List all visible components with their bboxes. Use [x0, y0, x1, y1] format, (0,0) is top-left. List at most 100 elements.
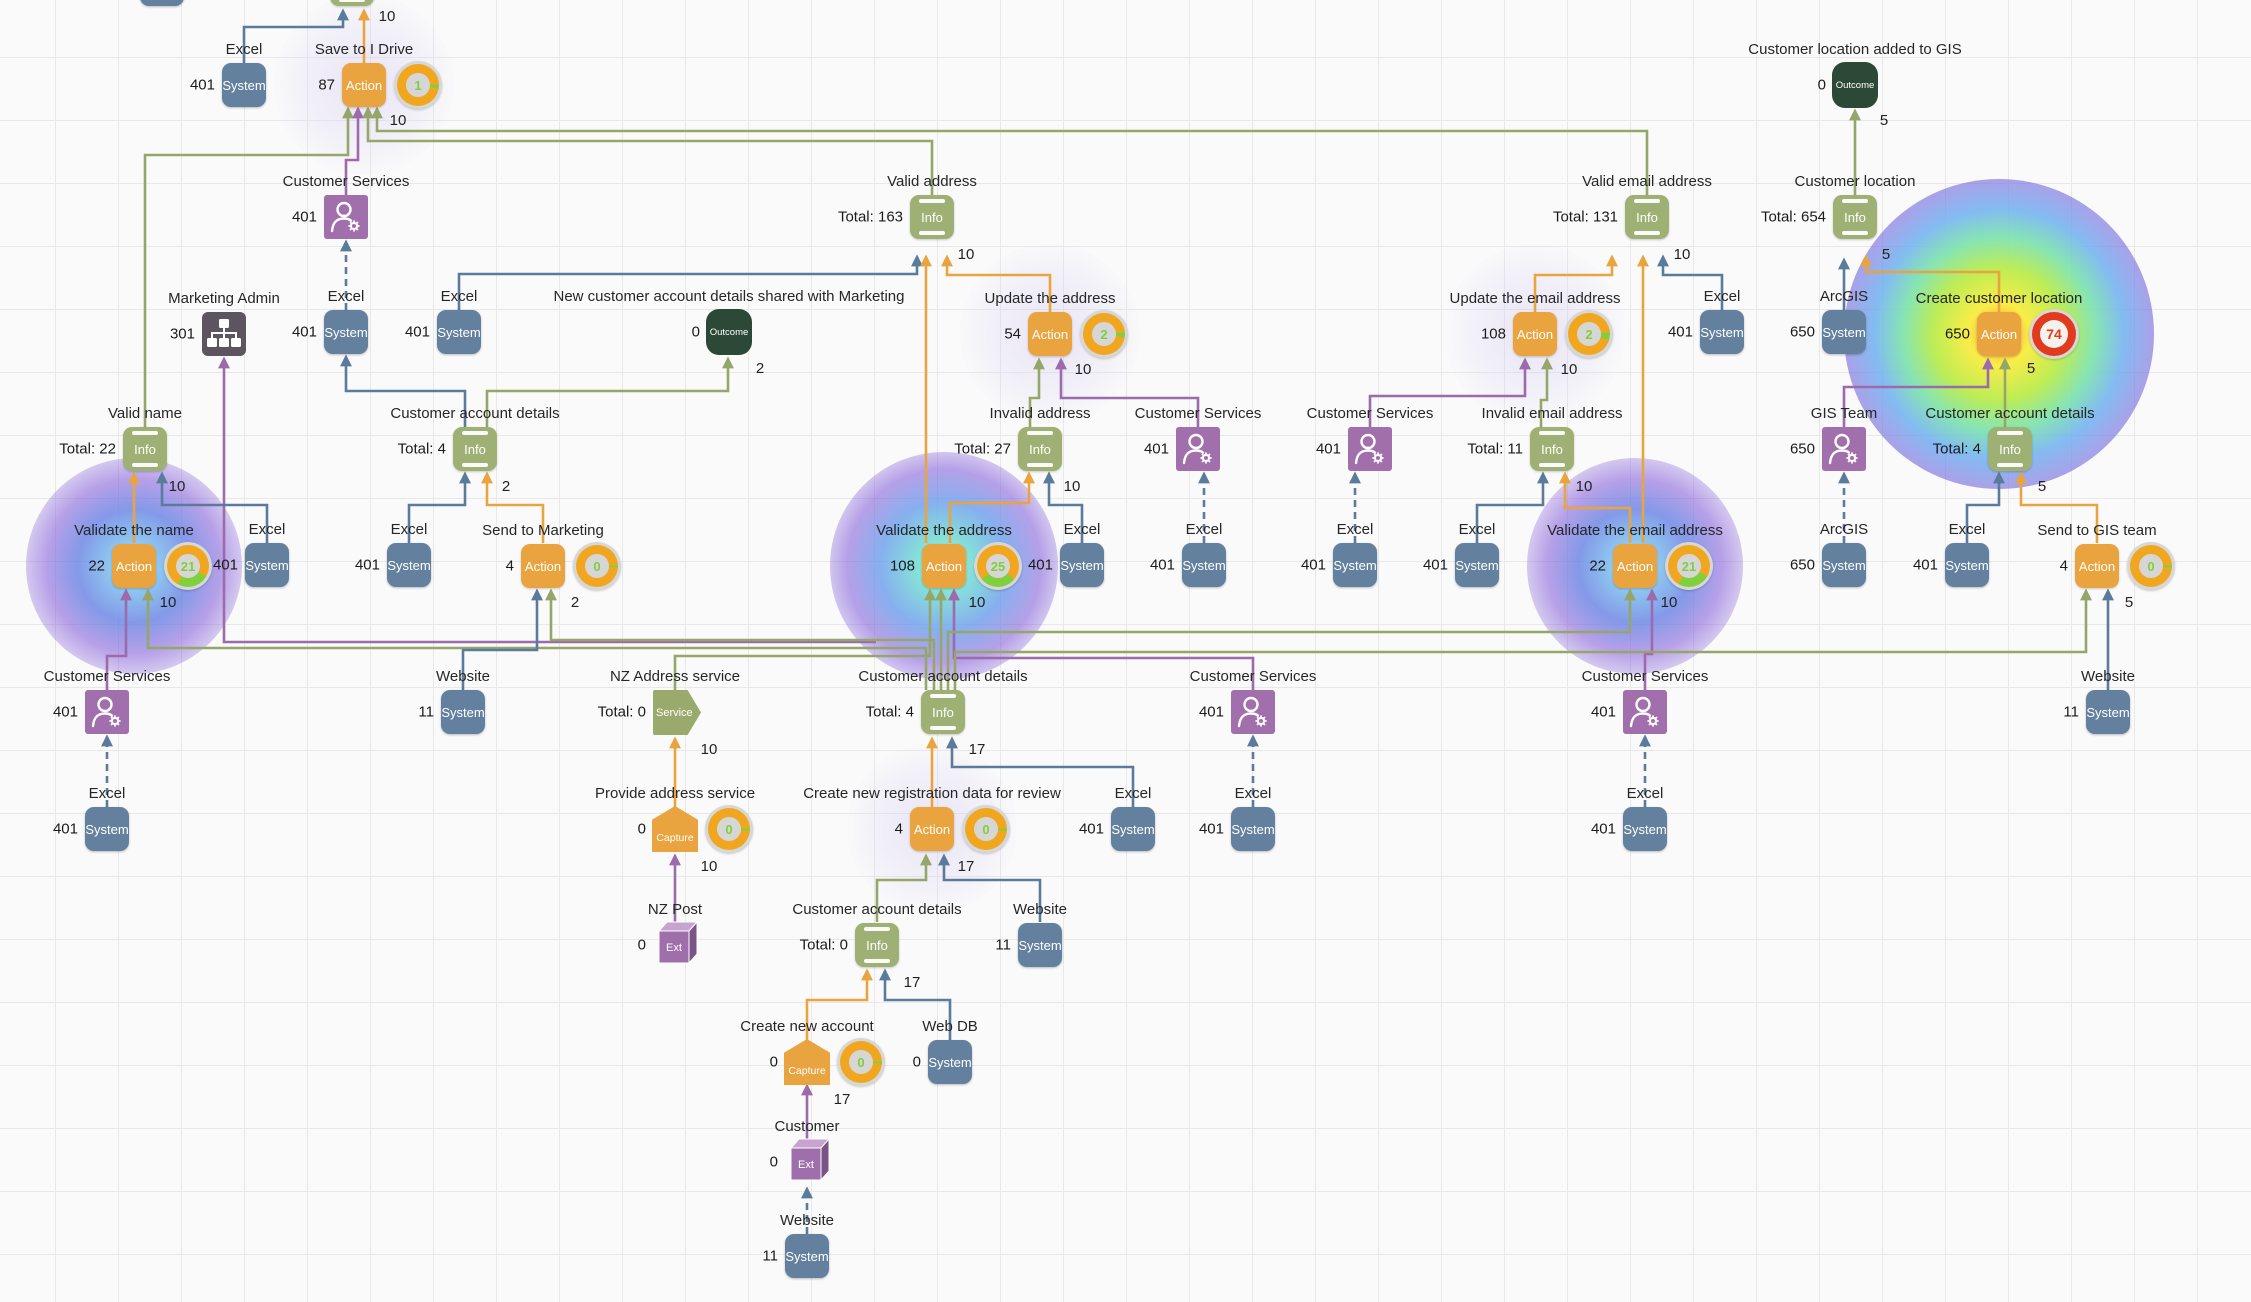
service-shape: Service	[653, 690, 701, 735]
person-gear-icon	[1354, 433, 1384, 465]
flow-edge	[948, 588, 1255, 690]
node-system-cut-top[interactable]	[140, 0, 184, 6]
flow-edge	[545, 588, 936, 690]
flow-edge	[461, 588, 543, 690]
edge-count-label: 2	[755, 360, 765, 377]
node-count: 4	[505, 557, 514, 575]
node-count: 108	[1480, 325, 1506, 343]
system-shape: System	[1333, 543, 1377, 587]
node-count: 401	[1300, 556, 1326, 574]
flow-edge	[948, 471, 1035, 543]
node-count: 11	[2063, 703, 2079, 721]
score-badge: 21	[164, 542, 212, 590]
node-count: Total: 654	[1760, 208, 1826, 226]
edge-count-label: 10	[1673, 246, 1691, 263]
node-count: 401	[1198, 820, 1224, 838]
node-count: 401	[212, 556, 238, 574]
action-shape: Action	[1513, 312, 1557, 356]
role-shape	[1623, 690, 1667, 734]
node-count: 401	[1422, 556, 1448, 574]
person-gear-icon	[1828, 433, 1858, 465]
system-shape: System	[2086, 690, 2130, 734]
info-shape: Info	[453, 427, 497, 471]
system-shape: System	[1822, 543, 1866, 587]
edge-count-label: 5	[1879, 112, 1889, 129]
node-count: 401	[1198, 703, 1224, 721]
system-shape: System	[1822, 310, 1866, 354]
node-info-cut-top[interactable]	[330, 0, 374, 6]
score-badge: 0	[705, 805, 753, 853]
edge-count-label: 2	[570, 594, 580, 611]
score-badge: 74	[2029, 309, 2079, 359]
node-count: 401	[1315, 440, 1341, 458]
node-label: Excel	[1703, 288, 1741, 305]
flow-edge	[1539, 357, 1553, 427]
node-new-customer-outcome[interactable]: New customer account details shared with…	[554, 288, 905, 355]
action-shape: Action	[910, 807, 954, 851]
flow-edge	[1643, 588, 1658, 690]
score-badge: 21	[1665, 542, 1713, 590]
flow-edge	[1842, 357, 1994, 427]
edge-count-label: 10	[168, 478, 186, 495]
node-label: Create new registration data for review	[803, 785, 1061, 802]
node-label: Validate the name	[74, 522, 194, 539]
